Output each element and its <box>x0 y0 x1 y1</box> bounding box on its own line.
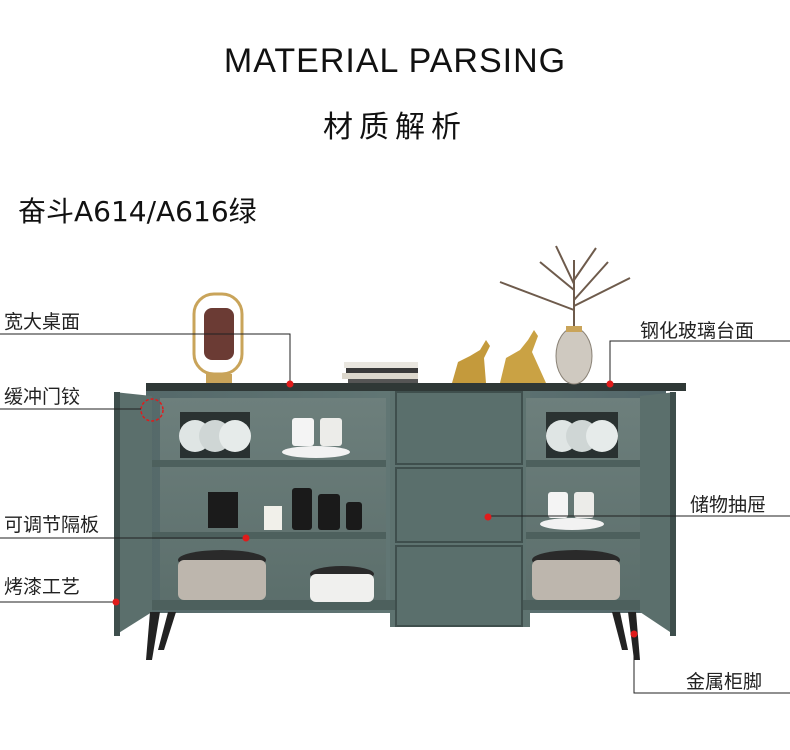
marker-legs <box>630 630 638 638</box>
lamp-decoration <box>192 292 244 383</box>
shelf-left-2 <box>152 532 386 539</box>
leg-left-outer <box>146 612 160 660</box>
callout-legs: 金属柜脚 <box>686 671 763 693</box>
right-door-edge <box>670 392 676 636</box>
cups-right <box>540 492 604 530</box>
callout-shelf: 可调节隔板 <box>4 514 100 536</box>
pot-small-left <box>310 566 374 602</box>
marker-desktop <box>286 380 294 388</box>
leg-right-inner <box>612 612 628 650</box>
marker-paint <box>112 598 120 606</box>
callout-drawer: 储物抽屉 <box>690 494 767 516</box>
product-name: 奋斗A614/A616绿 <box>18 195 257 228</box>
callout-hinge: 缓冲门铰 <box>4 386 81 408</box>
shelf-left-1 <box>152 460 386 467</box>
candle-jar <box>208 492 238 528</box>
callout-paint: 烤漆工艺 <box>4 576 81 598</box>
hinge-highlight <box>140 398 164 422</box>
small-candle <box>264 506 282 530</box>
leader-legs <box>633 634 790 694</box>
drawer-1 <box>395 391 523 465</box>
shelf-right-1 <box>526 460 640 467</box>
marker-drawer <box>484 513 492 521</box>
left-door <box>114 392 152 636</box>
right-door <box>640 392 676 636</box>
dish-rack-left <box>179 412 251 458</box>
drawer-3 <box>395 545 523 627</box>
vase-decoration <box>499 245 631 385</box>
cups-left <box>282 418 350 458</box>
black-jar-2 <box>318 494 340 530</box>
pot-large-left <box>178 550 266 600</box>
page-title-cn: 材质解析 <box>323 110 467 145</box>
marker-glass-top <box>606 380 614 388</box>
black-jar-1 <box>292 488 312 530</box>
books-decoration <box>342 362 418 383</box>
deer-decoration <box>452 330 546 383</box>
pot-right <box>532 550 620 600</box>
dish-rack-right <box>546 412 618 458</box>
leader-glass-top <box>609 340 790 383</box>
markers <box>112 380 638 638</box>
callout-glass-top: 钢化玻璃台面 <box>640 320 755 342</box>
callout-desktop: 宽大桌面 <box>4 311 81 333</box>
drawer-2 <box>395 467 523 543</box>
left-door-edge <box>114 392 120 636</box>
leader-lines <box>0 333 790 694</box>
glass-top <box>146 383 686 391</box>
black-jar-3 <box>346 502 362 530</box>
shelf-right-2 <box>526 532 640 539</box>
page-title-en: MATERIAL PARSING <box>223 42 567 80</box>
leg-left-inner <box>158 612 176 650</box>
marker-shelf <box>242 534 250 542</box>
leader-desktop <box>0 333 291 383</box>
